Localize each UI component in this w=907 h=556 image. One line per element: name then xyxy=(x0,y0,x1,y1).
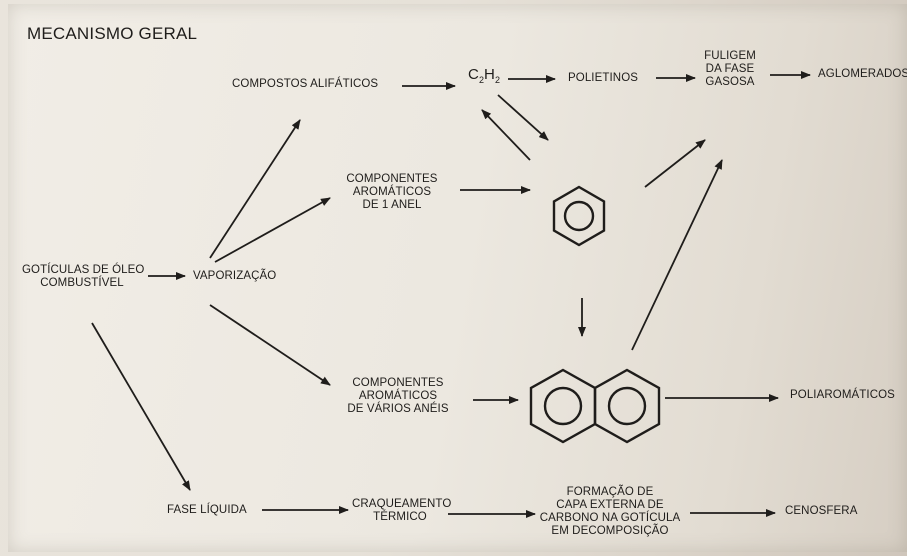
node-arom1-line1: COMPONENTES xyxy=(346,173,438,185)
node-arom1-line3: DE 1 ANEL xyxy=(362,199,422,211)
node-fuligem-line3: GASOSA xyxy=(705,76,755,88)
arrow-benzene-fuligem xyxy=(644,139,706,188)
node-craqueamento: CRAQUEAMENTO TÉRMICO xyxy=(352,498,452,524)
node-c2h2: C2H2 xyxy=(468,66,500,89)
benzene-ring-icon xyxy=(552,185,606,247)
node-goticulas-line2: COMBUSTÍVEL xyxy=(40,277,124,289)
arrow-c2h2-benzene xyxy=(497,94,549,141)
node-aglomerados: AGLOMERADOS xyxy=(818,68,907,80)
node-fuligem-line2: DA FASE xyxy=(705,63,755,75)
node-form-line1: FORMAÇÃO DE xyxy=(566,486,654,498)
node-aromaticos-1-anel: COMPONENTES AROMÁTICOS DE 1 ANEL xyxy=(337,173,447,212)
node-goticulas: GOTÍCULAS DE ÓLEO COMBUSTÍVEL xyxy=(22,264,145,290)
c2h2-sub2: 2 xyxy=(494,75,501,85)
arrow-vaporizacao-arom1 xyxy=(214,197,331,263)
node-alifaticos: COMPOSTOS ALIFÁTICOS xyxy=(232,78,379,90)
arrow-naphthalene-fuligem xyxy=(631,159,723,351)
naphthalene-rings-icon xyxy=(529,368,661,444)
node-goticulas-line1: GOTÍCULAS DE ÓLEO xyxy=(22,264,145,276)
node-cenosfera: CENOSFERA xyxy=(785,505,858,517)
node-form-line2: CAPA EXTERNA DE xyxy=(556,499,664,511)
arrow-vaporizacao-aromv xyxy=(209,304,331,386)
arrow-vaporizacao-alifaticos xyxy=(209,119,301,259)
node-aromv-line2: AROMÁTICOS xyxy=(358,390,438,402)
node-fuligem: FULIGEM DA FASE GASOSA xyxy=(690,50,770,89)
node-craq-line1: CRAQUEAMENTO xyxy=(352,498,452,510)
node-aromaticos-varios-aneis: COMPONENTES AROMÁTICOS DE VÁRIOS ANÉIS xyxy=(338,377,458,416)
c2h2-sub1: 2 xyxy=(478,75,485,85)
c2h2-c: C xyxy=(468,66,479,83)
node-vaporizacao: VAPORIZAÇÃO xyxy=(193,270,277,282)
node-form-line3: CARBONO NA GOTÍCULA xyxy=(539,512,681,524)
node-fuligem-line1: FULIGEM xyxy=(704,50,756,62)
arrow-benzene-c2h2 xyxy=(481,109,531,161)
arrow-goticulas-faseliquida xyxy=(91,322,191,491)
node-formacao-capa: FORMAÇÃO DE CAPA EXTERNA DE CARBONO NA G… xyxy=(535,486,685,538)
book-page xyxy=(8,4,907,552)
node-fase-liquida: FASE LÍQUIDA xyxy=(167,504,247,516)
c2h2-h: H xyxy=(484,66,495,83)
node-aromv-line1: COMPONENTES xyxy=(352,377,444,389)
node-form-line4: EM DECOMPOSIÇÃO xyxy=(551,525,669,537)
node-arom1-line2: AROMÁTICOS xyxy=(352,186,432,198)
page-title: MECANISMO GERAL xyxy=(27,24,198,43)
node-polietinos: POLIETINOS xyxy=(568,72,639,84)
node-aromv-line3: DE VÁRIOS ANÉIS xyxy=(347,403,449,415)
node-poliaromaticos: POLIAROMÁTICOS xyxy=(790,389,895,401)
node-craq-line2: TÉRMICO xyxy=(373,511,427,523)
